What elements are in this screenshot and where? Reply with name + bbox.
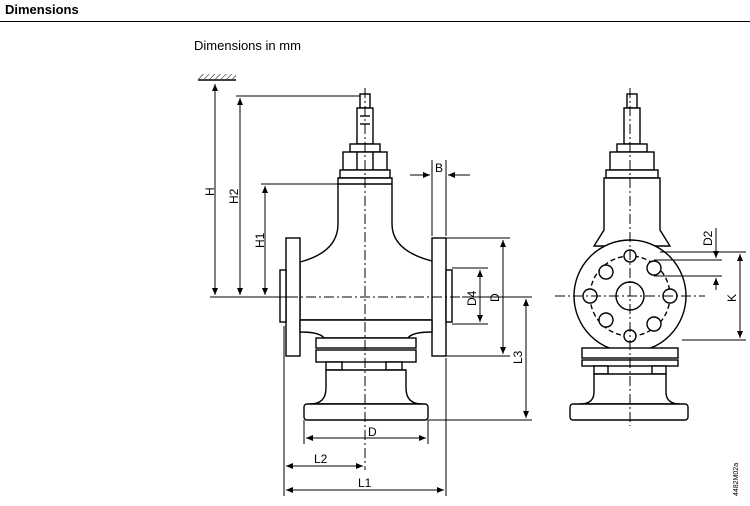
front-centerlines [555,88,705,426]
front-stem-tip [626,93,638,109]
bolt-hole-1 [598,264,614,280]
side-dimensions [210,84,532,496]
header-divider [0,21,750,22]
label-D2: D2 [701,230,715,246]
front-base-plate [569,403,689,421]
bottom-cap-1 [315,337,417,349]
label-D: D [488,293,502,302]
label-L1: L1 [358,476,372,490]
front-view [569,93,689,421]
label-D4: D4 [465,290,479,306]
section-header: Dimensions [0,0,750,22]
label-B: B [435,161,443,175]
ceiling-hatch [198,74,236,79]
front-dimensions [654,228,746,341]
side-centerlines [270,88,462,470]
label-H: H [203,187,217,196]
front-stem [623,107,641,145]
bolt-hole-5 [598,312,614,328]
base-plate [303,403,429,421]
bottom-cap-2 [315,349,417,363]
lower-body [299,319,433,339]
bolt-left [325,361,343,371]
label-L3: L3 [511,350,525,364]
front-bonnet [592,177,672,247]
label-H1: H1 [253,232,267,248]
bolt-hole-2 [646,260,662,276]
label-L2: L2 [314,452,328,466]
left-flange-face [279,269,287,323]
bolt-right [385,361,403,371]
front-gland-nut [609,151,655,171]
label-K: K [725,294,739,302]
units-note: Dimensions in mm [194,38,301,53]
right-flange-face [445,269,453,323]
pedestal [309,369,423,405]
section-title: Dimensions [5,2,79,17]
bolt-hole-6 [646,316,662,332]
label-D-base: D [368,425,377,439]
valve-body [299,177,437,321]
label-H2: H2 [227,188,241,204]
side-view [198,74,453,421]
